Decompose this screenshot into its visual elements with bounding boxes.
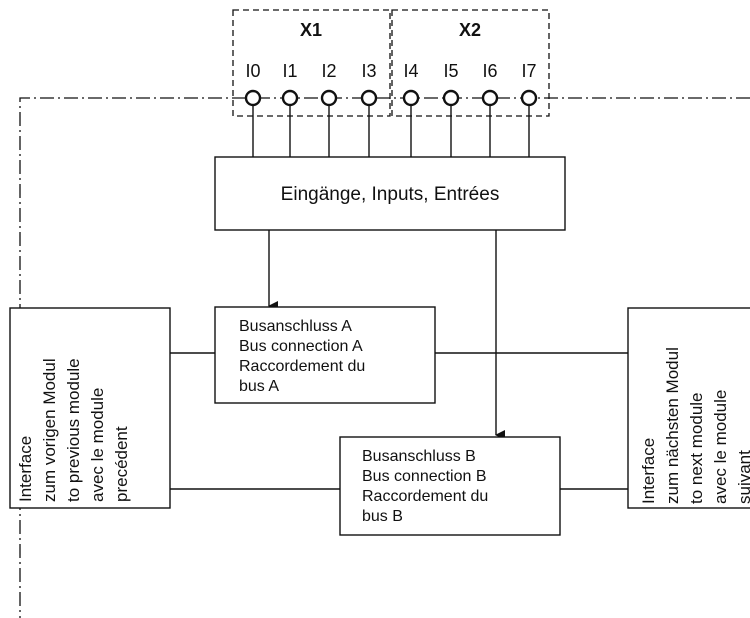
pin-label-i2: I2 <box>321 61 336 81</box>
pin-label-i3: I3 <box>361 61 376 81</box>
pin-label-i6: I6 <box>482 61 497 81</box>
terminal-i2 <box>320 89 338 107</box>
terminal-i7 <box>520 89 538 107</box>
bus-a-line-3: Raccordement du <box>239 358 365 375</box>
bus-b-box <box>339 436 561 536</box>
interface-left-line-2: zum vorigen Modul <box>40 358 59 502</box>
terminal-i1 <box>281 89 299 107</box>
terminal-i0 <box>244 89 262 107</box>
bus-b-line-2: Bus connection B <box>362 468 487 485</box>
pin-label-i4: I4 <box>403 61 418 81</box>
interface-left-box <box>9 307 171 509</box>
pin-label-i7: I7 <box>521 61 536 81</box>
interface-left-line-5: precédent <box>112 426 131 502</box>
terminal-i5 <box>442 89 460 107</box>
bus-a-line-2: Bus connection A <box>239 338 363 355</box>
bus-a-line-4: bus A <box>239 378 279 395</box>
connector-x2-frame <box>391 9 550 117</box>
connector-x1-label: X1 <box>300 20 322 40</box>
connector-x2-label: X2 <box>459 20 481 40</box>
interface-left-line-1: Interface <box>16 436 35 502</box>
module-boundary <box>19 97 750 618</box>
interface-right-text: Interface zum nächsten Modul to next mod… <box>639 347 750 504</box>
interface-right-line-4: avec le module <box>711 390 730 504</box>
bus-b-line-4: bus B <box>362 508 403 525</box>
bus-b-line-3: Raccordement du <box>362 488 488 505</box>
interface-left-line-3: to previous module <box>64 358 83 502</box>
pin-leads <box>252 104 530 157</box>
interface-right-line-2: zum nächsten Modul <box>663 347 682 504</box>
bus-a-line-1: Busanschluss A <box>239 318 352 335</box>
connector-x1-frame <box>232 9 391 117</box>
pin-label-i0: I0 <box>245 61 260 81</box>
interface-right-line-5: suivant <box>735 450 750 504</box>
interface-left-line-4: avec le module <box>88 388 107 502</box>
terminal-i4 <box>402 89 420 107</box>
interface-right-line-1: Interface <box>639 438 658 504</box>
inputs-box <box>214 156 566 231</box>
terminals <box>244 89 538 107</box>
terminal-i3 <box>360 89 378 107</box>
pin-label-i5: I5 <box>443 61 458 81</box>
interface-right-box <box>627 307 750 509</box>
inputs-box-label: Eingänge, Inputs, Entrées <box>281 184 500 205</box>
bus-a-box <box>214 306 436 404</box>
terminal-i6 <box>481 89 499 107</box>
bus-b-line-1: Busanschluss B <box>362 448 476 465</box>
interface-right-line-3: to next module <box>687 392 706 504</box>
pin-label-i1: I1 <box>282 61 297 81</box>
